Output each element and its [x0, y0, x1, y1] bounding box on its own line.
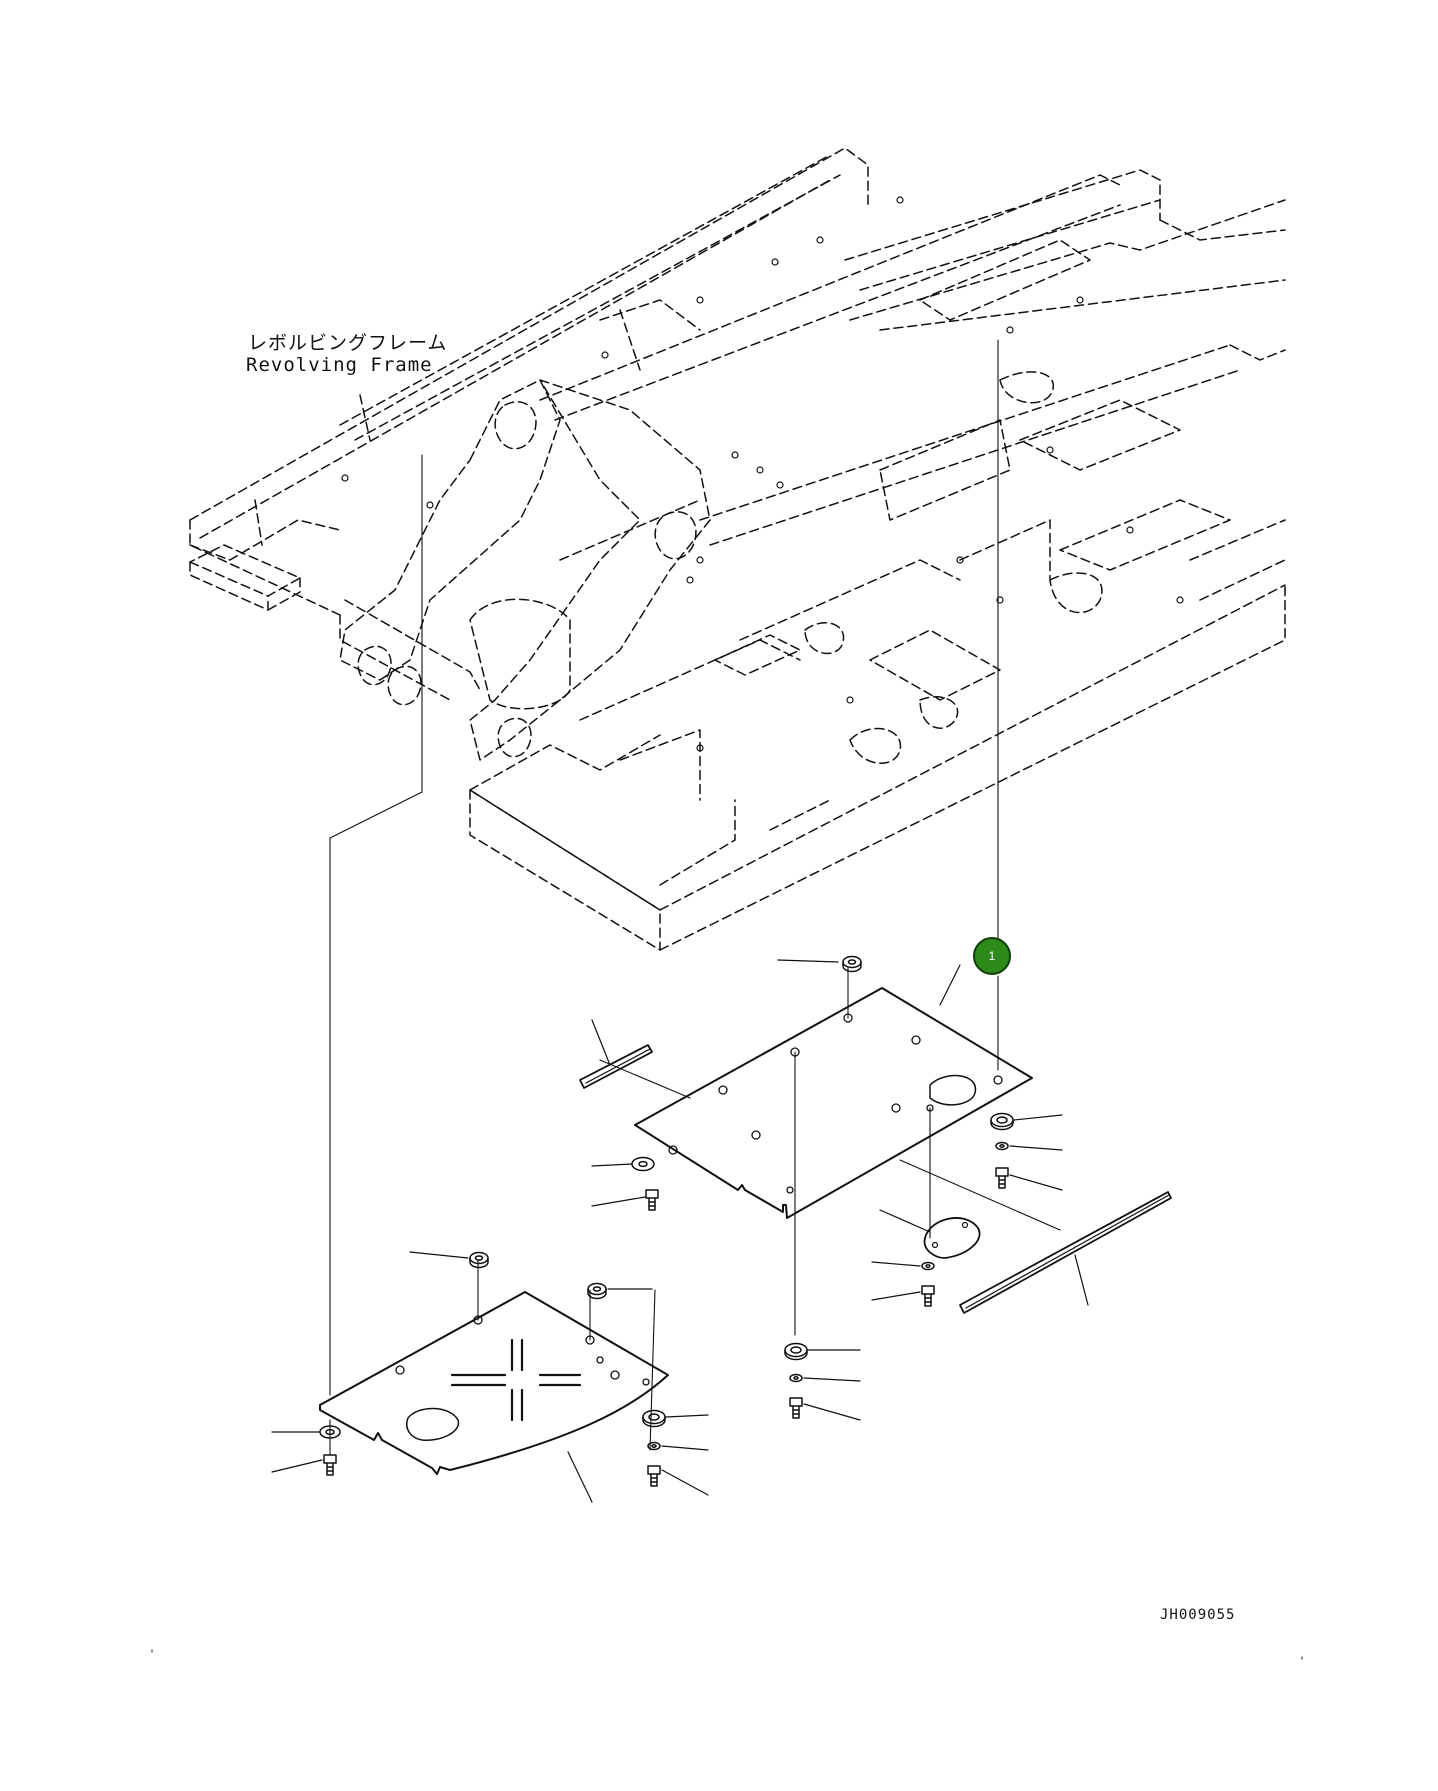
upper-cover-leader [939, 964, 961, 1006]
part-callout-number: 1 [988, 949, 996, 963]
seal-left-leader [591, 1019, 611, 1066]
part-callout-1[interactable]: 1 [973, 937, 1011, 975]
bolt-hardware [323, 1167, 1009, 1487]
seal-right-leader [1074, 1254, 1089, 1306]
lower-cover-leader [567, 1451, 593, 1503]
upper-cover-plate [634, 987, 1033, 1219]
assembly-leader-lines [329, 339, 1061, 1456]
seal-strip-right [959, 1191, 1172, 1314]
washer-hardware [319, 955, 1014, 1451]
registration-marks [151, 1649, 1303, 1660]
lower-cover-plate [319, 1291, 669, 1475]
frame-bolt-holes [341, 196, 1184, 752]
seal-strip-left [579, 1044, 653, 1089]
inspection-lid [923, 1217, 981, 1259]
lid-leader [879, 1209, 931, 1233]
frame-label-japanese: レボルビングフレーム [248, 332, 448, 354]
drawing-number: JH009055 [1160, 1607, 1236, 1623]
hardware-leaders [271, 959, 1063, 1496]
frame-label-english: Revolving Frame [246, 354, 433, 376]
revolving-frame-outline [189, 147, 1286, 951]
